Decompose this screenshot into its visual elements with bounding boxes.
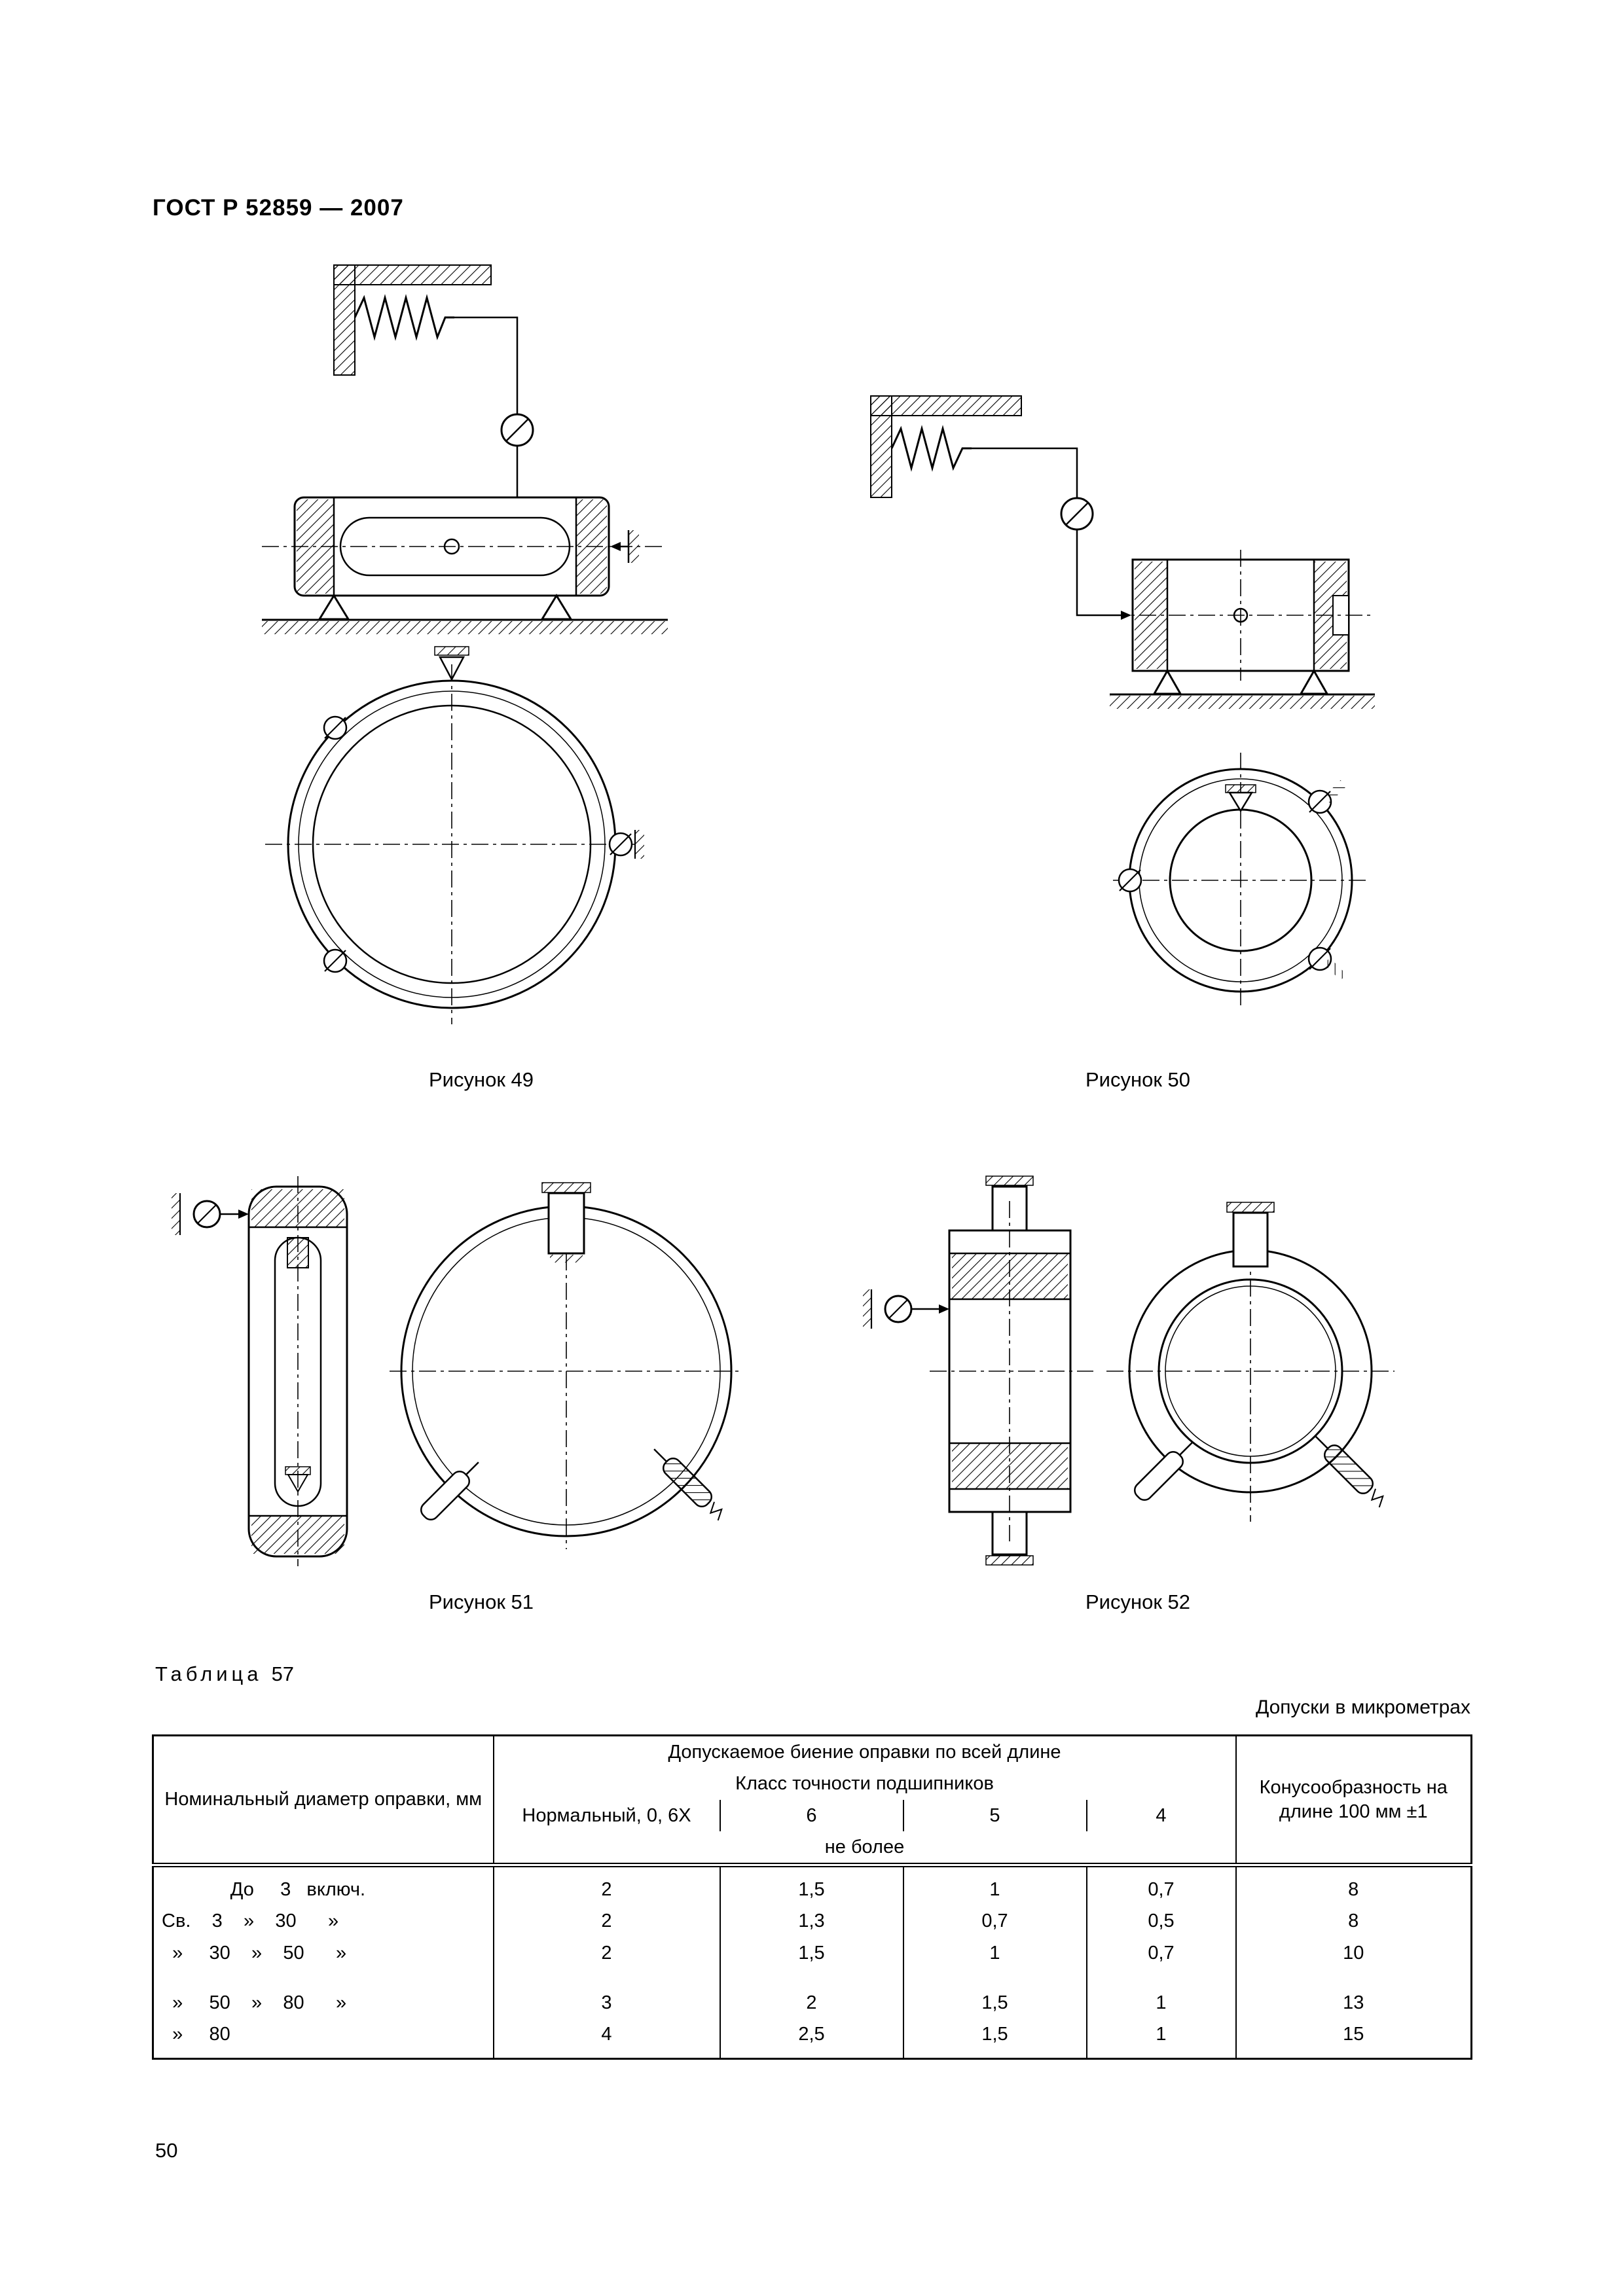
header-class-5: 5 — [902, 1799, 1087, 1831]
measure-point-icon — [1307, 780, 1347, 814]
figure-49-drawing — [262, 264, 668, 1024]
cell-value: 2 — [492, 1905, 721, 1937]
support-triangles — [318, 594, 573, 620]
cell-value: 2 — [492, 1865, 721, 1906]
top-plug-support — [1226, 1202, 1275, 1268]
ground-hatch — [262, 619, 668, 634]
cell-value: 3 — [492, 1968, 721, 2018]
cell-value: 1 — [902, 1865, 1087, 1906]
cell-value: 2,5 — [719, 2018, 904, 2059]
probe-icon — [1134, 1442, 1193, 1501]
header-class-normal: Нормальный, 0, 6Х — [492, 1799, 721, 1831]
cell-value: 1 — [902, 1937, 1087, 1969]
tolerances-table: Номинальный диаметр оправки, мм Допускае… — [152, 1734, 1472, 2060]
micrometer-icon — [1315, 1435, 1384, 1508]
measure-point-icon — [323, 948, 348, 973]
ground-hatch — [1110, 693, 1375, 709]
figure-51-caption: Рисунок 51 — [428, 1590, 534, 1613]
cell-value: 4 — [492, 2018, 721, 2059]
page-number: 50 — [155, 2139, 178, 2162]
dial-indicator-icon — [1060, 497, 1094, 531]
table-row: » 30 » 50 » 2 1,5 1 0,7 10 — [152, 1937, 1472, 1969]
measure-point-icon — [323, 715, 348, 740]
measure-point-icon — [1118, 868, 1142, 893]
header-class-4: 4 — [1085, 1799, 1237, 1831]
cell-value: 1 — [1085, 1968, 1237, 2018]
figure-50-drawing — [870, 395, 1375, 1008]
standard-number-header: ГОСТ Р 52859 — 2007 — [153, 195, 404, 221]
linkage-line — [972, 447, 1078, 498]
mandrel-cross-section — [247, 1176, 348, 1566]
cell-value: 15 — [1235, 2018, 1472, 2059]
figure-51-drawing — [172, 1176, 743, 1566]
spring-icon — [890, 425, 972, 472]
cell-value: 1,5 — [902, 1968, 1087, 2018]
cell-value: 2 — [719, 1968, 904, 2018]
mandrel-cross-section — [262, 496, 665, 597]
table-row: » 80 4 2,5 1,5 1 15 — [152, 2018, 1472, 2059]
header-taper: Конусообразность на длине 100 мм ±1 — [1235, 1735, 1472, 1867]
ring-cross-section — [1110, 550, 1372, 681]
cell-value: 0,7 — [902, 1905, 1087, 1937]
inner-support — [1225, 784, 1256, 813]
cell-value: 13 — [1235, 1968, 1472, 2018]
cell-value: 8 — [1235, 1905, 1472, 1937]
cell-value: 1,5 — [902, 2018, 1087, 2059]
cell-value: 0,7 — [1085, 1865, 1237, 1906]
measure-point-icon — [608, 830, 644, 859]
cell-diameter: Св. 3 » 30 » — [152, 1905, 494, 1937]
cell-value: 8 — [1235, 1865, 1472, 1906]
cell-value: 1,3 — [719, 1905, 904, 1937]
ring-cross-section — [930, 1175, 1093, 1566]
measure-point-icon — [1307, 946, 1347, 980]
header-class-6: 6 — [719, 1799, 904, 1831]
header-accuracy-class: Класс точности подшипников — [492, 1768, 1237, 1800]
cell-diameter: » 30 » 50 » — [152, 1937, 494, 1969]
cell-value: 10 — [1235, 1937, 1472, 1969]
dial-indicator-icon — [172, 1193, 249, 1235]
linkage-line — [454, 316, 519, 414]
table-row: » 50 » 80 » 3 2 1,5 1 13 — [152, 1968, 1472, 2018]
table-row: Св. 3 » 30 » 2 1,3 0,7 0,5 8 — [152, 1905, 1472, 1937]
ring-front-view — [1106, 1221, 1395, 1522]
units-note: Допуски в микрометрах — [1255, 1696, 1470, 1718]
cell-value: 0,5 — [1085, 1905, 1237, 1937]
fixture-wall-hatch — [870, 395, 1022, 498]
cell-value: 0,7 — [1085, 1937, 1237, 1969]
top-plug-support — [541, 1182, 591, 1263]
table-label-word: Таблица — [155, 1662, 263, 1685]
probe-line — [1076, 529, 1122, 617]
micrometer-icon — [653, 1448, 723, 1521]
header-runout: Допускаемое биение оправки по всей длине — [492, 1735, 1237, 1768]
figure-52-drawing — [863, 1175, 1395, 1566]
figure-49-caption: Рисунок 49 — [428, 1068, 534, 1091]
table-row: До 3 включ. 2 1,5 1 0,7 8 — [152, 1865, 1472, 1906]
spring-icon — [354, 294, 454, 341]
header-not-more: не более — [492, 1831, 1237, 1867]
cell-diameter: До 3 включ. — [152, 1865, 494, 1906]
cell-value: 1 — [1085, 2018, 1237, 2059]
fixture-wall-hatch — [333, 264, 492, 376]
table-label-number: 57 — [271, 1662, 295, 1685]
side-probe-support — [610, 530, 639, 563]
cell-value: 1,5 — [719, 1865, 904, 1906]
header-diameter: Номинальный диаметр оправки, мм — [152, 1735, 494, 1867]
cell-diameter: » 50 » 80 » — [152, 1968, 494, 2018]
cell-value: 1,5 — [719, 1937, 904, 1969]
cell-diameter: » 80 — [152, 2018, 494, 2059]
ring-front-view — [265, 664, 638, 1024]
dial-indicator-icon — [500, 413, 534, 447]
dial-indicator-icon — [863, 1289, 949, 1329]
figure-50-caption: Рисунок 50 — [1085, 1068, 1190, 1091]
probe-icon — [420, 1462, 479, 1520]
table-label: Таблица 57 — [155, 1662, 294, 1686]
cell-value: 2 — [492, 1937, 721, 1969]
figure-52-caption: Рисунок 52 — [1085, 1590, 1190, 1613]
